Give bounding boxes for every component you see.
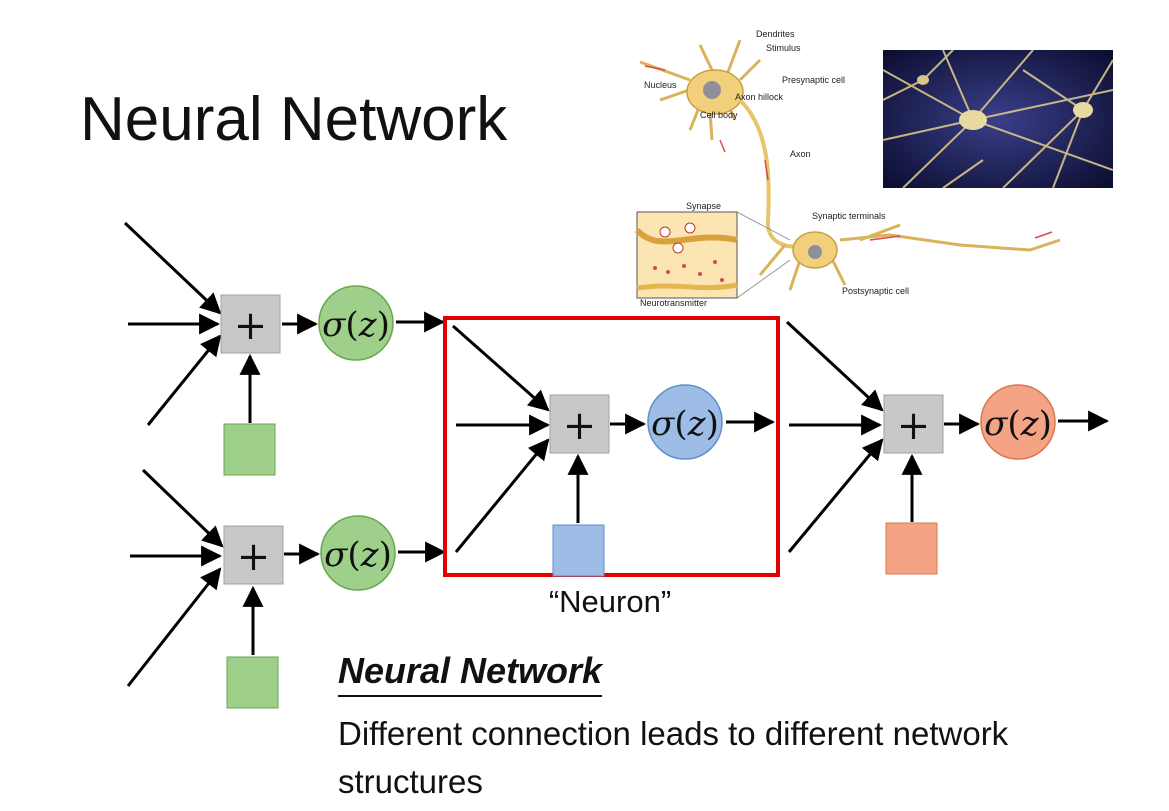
- label-axon: Axon: [790, 149, 811, 159]
- label-neurotransmitter: Neurotransmitter: [640, 298, 707, 308]
- sum-symbol: +: [234, 303, 268, 349]
- activation-node-right: σ(z): [980, 384, 1056, 460]
- label-dendrites: Dendrites: [756, 29, 795, 39]
- connection-arrows: [123, 221, 1110, 687]
- description: Different connection leads to different …: [338, 715, 1009, 800]
- postsynaptic-cell-shape: [758, 223, 1061, 291]
- sigma-z-label: σ(z): [322, 305, 390, 345]
- subheading: Neural Network: [338, 650, 603, 698]
- activation-node-lower-left: σ(z): [320, 515, 396, 591]
- activation-node-middle: σ(z): [647, 384, 723, 460]
- label-presynaptic-cell: Presynaptic cell: [782, 75, 845, 85]
- label-synapse: Synapse: [686, 201, 721, 211]
- bias-square-middle: [552, 524, 605, 577]
- sigma-z-label: σ(z): [651, 404, 719, 444]
- sigma-z-label: σ(z): [984, 404, 1052, 444]
- bias-square-lower-left: [226, 656, 279, 709]
- sum-symbol: +: [237, 534, 271, 580]
- label-synaptic-terminals: Synaptic terminals: [812, 211, 886, 221]
- neuron-highlight-box: [443, 316, 780, 577]
- synapse-inset: [634, 211, 791, 299]
- activation-node-upper-left: σ(z): [318, 285, 394, 361]
- presynaptic-cell-shape: [639, 39, 811, 249]
- slide-title: Neural Network: [80, 85, 508, 154]
- label-nucleus: Nucleus: [644, 80, 677, 90]
- sum-node-right: +: [883, 394, 944, 454]
- bias-square-right: [885, 522, 938, 575]
- sum-node-upper-left: +: [220, 294, 281, 354]
- sum-symbol: +: [897, 403, 931, 449]
- label-stimulus: Stimulus: [766, 43, 801, 53]
- sum-symbol: +: [563, 403, 597, 449]
- bias-square-upper-left: [223, 423, 276, 476]
- label-cell-body: Cell body: [700, 110, 738, 120]
- sum-node-middle: +: [549, 394, 610, 454]
- sum-node-lower-left: +: [223, 525, 284, 585]
- label-axon-hillock: Axon hillock: [735, 92, 784, 102]
- label-postsynaptic-cell: Postsynaptic cell: [842, 286, 909, 296]
- sigma-z-label: σ(z): [324, 535, 392, 575]
- neuron-label: “Neuron”: [548, 584, 672, 619]
- neuron-illustration: Dendrites Stimulus Nucleus Presynaptic c…: [634, 29, 1061, 308]
- neuron-photo: [883, 50, 1113, 188]
